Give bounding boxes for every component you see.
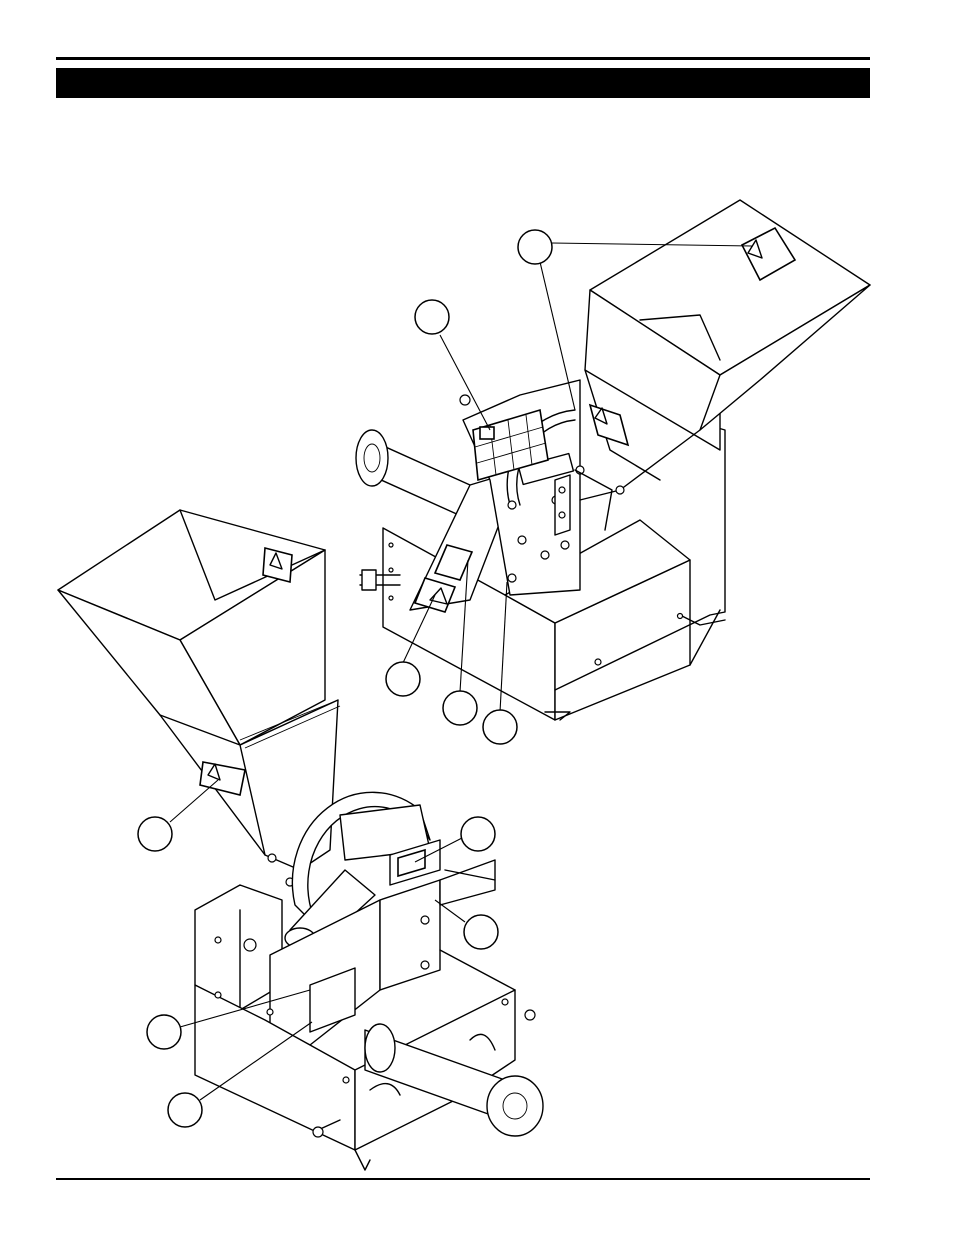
callout-lower-left-1: [146, 1014, 182, 1050]
lower-chipper-drawing: [57, 509, 544, 1171]
callout-upper-bottom-3: [482, 709, 518, 745]
section-title-bar: [56, 68, 870, 98]
callout-upper-bottom-2: [442, 690, 478, 726]
callout-lower-right-1: [460, 816, 496, 852]
callout-upper-left: [414, 299, 450, 335]
footer-rule: [56, 1178, 870, 1180]
upper-chipper-drawing: [355, 199, 871, 721]
callout-upper-top: [517, 229, 553, 265]
callout-markers: [137, 229, 753, 1128]
callout-upper-bottom-1: [385, 661, 421, 697]
header-top-rule: [56, 57, 870, 60]
callout-lower-hopper: [137, 816, 173, 852]
callout-lower-left-2: [167, 1092, 203, 1128]
callout-lower-right-2: [463, 914, 499, 950]
